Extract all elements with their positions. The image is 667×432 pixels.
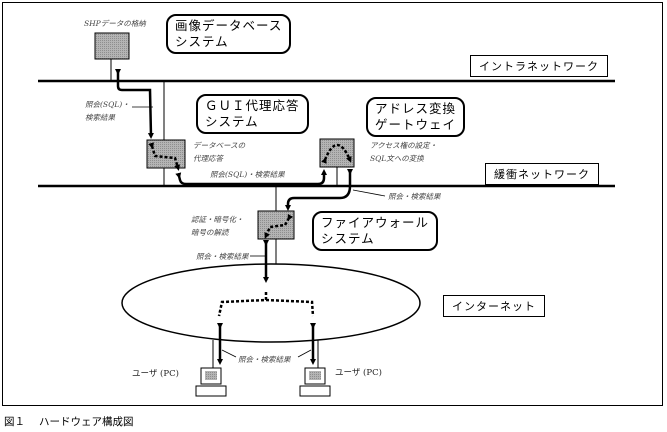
note-auth: 認証・暗号化・ 暗号の解読	[191, 213, 244, 239]
address-gateway-system-label: アドレス変換 ゲートウェイ	[366, 97, 466, 137]
figure-caption: 図１ ハードウェア構成図	[4, 414, 148, 429]
flow-arrow-gateway-to-firewall	[285, 169, 353, 211]
note-db-proxy-line2: 代理応答	[193, 154, 223, 163]
firewall-system-line2: システム	[321, 231, 375, 246]
note-query-fw: 照会・検索結果	[196, 252, 249, 261]
gui-proxy-system-line2: システム	[205, 114, 259, 129]
user-left-label: ユーザ (PC)	[132, 369, 179, 379]
note-query-right: 照会・検索結果	[388, 192, 441, 201]
image-db-system-line2: システム	[175, 34, 229, 49]
flow-arrow-internet-branch	[217, 292, 315, 317]
flow-arrow-firewall-internal	[264, 213, 294, 239]
internet-ellipse	[121, 263, 421, 343]
note-query-sql-left-line2: 検索結果	[85, 113, 115, 122]
firewall-system-label: ファイアウォール システム	[312, 211, 439, 251]
note-query-sql-left: 照会(SQL)・ 検索結果	[85, 98, 130, 124]
note-access-rights-line2: SQL文への変換	[370, 154, 424, 163]
diagram-frame	[2, 2, 663, 406]
image-db-system-line1: 画像データベース	[175, 18, 283, 33]
figure-title: ハードウェア構成図	[39, 416, 134, 428]
gui-proxy-system-line1: ＧＵＩ代理応答	[205, 98, 300, 113]
flow-arrow-imagedb-to-proxy	[115, 69, 154, 139]
address-gateway-system-line1: アドレス変換	[375, 101, 457, 116]
leader-query-users-left	[221, 349, 237, 358]
note-shp-storage: SHPデータの格納	[84, 19, 146, 28]
figure-number: 図１	[4, 416, 25, 428]
address-gateway-system-line2: ゲートウェイ	[375, 117, 457, 132]
intranet-label: イントラネットワーク	[470, 55, 608, 77]
note-access-rights-line1: アクセス権の設定・	[370, 141, 438, 150]
user-pc-left	[195, 367, 227, 397]
note-query-sql-left-line1: 照会(SQL)・	[85, 100, 130, 109]
user-pc-right	[299, 367, 331, 397]
gui-proxy-server	[146, 139, 186, 169]
note-auth-line1: 認証・暗号化・	[191, 215, 244, 224]
flow-arrow-proxy-internal	[148, 142, 181, 171]
note-query-users: 照会・検索結果	[238, 355, 291, 364]
leader-query-users-right	[297, 349, 312, 358]
address-gateway-server	[319, 138, 355, 168]
note-query-sql-mid: 照会(SQL)・検索結果	[210, 170, 285, 179]
image-db-system-label: 画像データベース システム	[166, 14, 292, 54]
note-db-proxy: データベースの 代理応答	[193, 139, 245, 165]
gui-proxy-system-label: ＧＵＩ代理応答 システム	[196, 94, 309, 134]
buffer-network-label: 緩衝ネットワーク	[485, 163, 599, 185]
internet-label: インターネット	[443, 295, 545, 317]
leader-query-right	[352, 189, 386, 197]
note-access-rights: アクセス権の設定・ SQL文への変換	[370, 139, 437, 165]
image-db-server	[94, 32, 130, 60]
user-right-label: ユーザ (PC)	[335, 368, 382, 378]
firewall-system-line1: ファイアウォール	[321, 215, 430, 230]
note-auth-line2: 暗号の解読	[191, 228, 229, 237]
note-db-proxy-line1: データベースの	[193, 141, 246, 150]
flow-arrow-gateway-internal	[321, 143, 352, 164]
